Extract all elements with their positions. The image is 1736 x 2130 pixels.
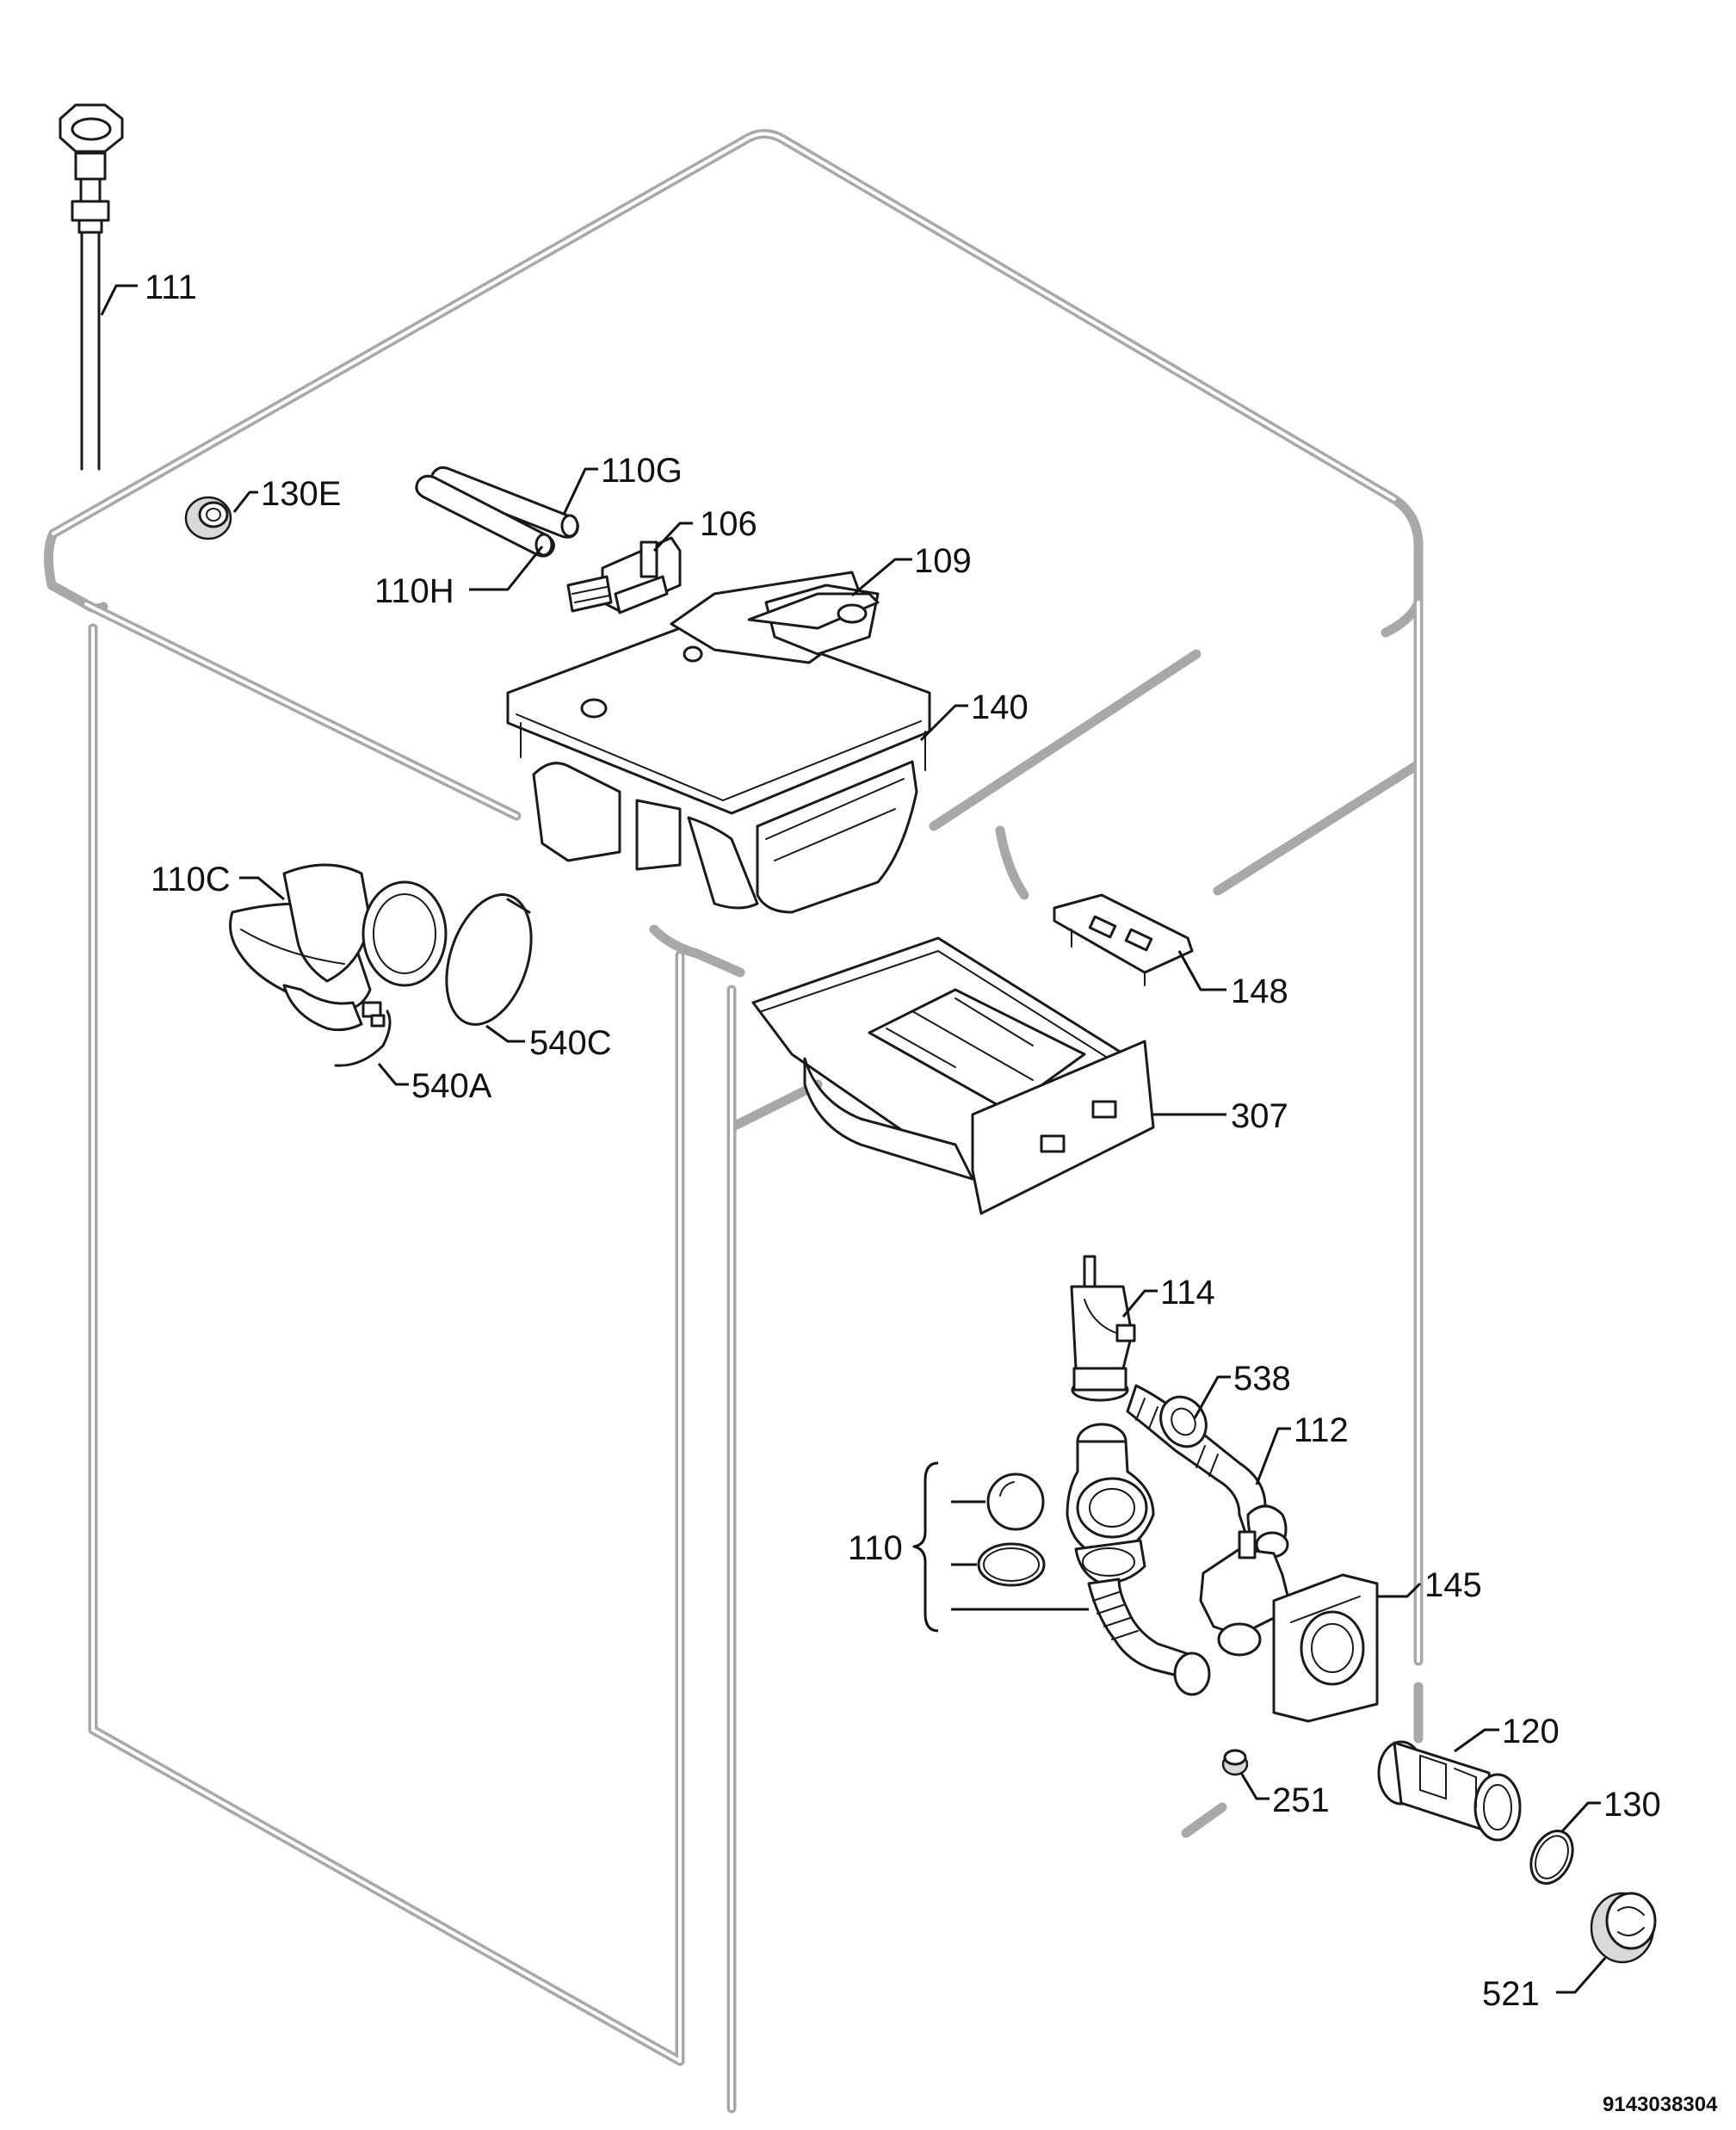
o-ring-130 (1529, 1830, 1574, 1885)
plug-251 (1221, 1749, 1249, 1776)
filter-cap-521 (1590, 1892, 1657, 1964)
label-540A: 540A (411, 1067, 492, 1105)
label-538: 538 (1233, 1360, 1291, 1398)
hose-538-112 (1126, 1384, 1289, 1559)
label-307: 307 (1231, 1097, 1288, 1135)
label-109: 109 (914, 542, 972, 580)
label-120: 120 (1502, 1713, 1560, 1750)
cap-130E (184, 496, 232, 540)
label-130E: 130E (261, 475, 341, 513)
cabinet-outline (44, 129, 1424, 2114)
label-110: 110 (848, 1529, 903, 1567)
label-111: 111 (145, 269, 197, 306)
filter-housing-145 (1199, 1530, 1379, 1723)
label-112: 112 (1294, 1411, 1349, 1449)
valve-106 (566, 536, 682, 614)
label-110G: 110G (601, 452, 683, 490)
pump-housing-110 (977, 1423, 1211, 1696)
inlet-hose-111 (59, 103, 124, 471)
filter-120 (1377, 1740, 1522, 1842)
label-148: 148 (1231, 972, 1288, 1010)
label-145: 145 (1424, 1566, 1482, 1604)
label-521: 521 (1482, 1975, 1540, 2013)
ring-540C (445, 893, 533, 1026)
diagram-code: 9143038304 (1603, 2093, 1718, 2116)
dispenser-housing-140 (506, 571, 931, 914)
label-106: 106 (700, 505, 757, 543)
clamp-540A (334, 1001, 392, 1067)
label-251: 251 (1272, 1781, 1330, 1819)
part-labels: 111 130E 110G 106 110H 109 140 110C 540C… (145, 269, 1718, 2116)
leader-lines (100, 284, 1607, 1994)
siphon-cap-148 (1053, 893, 1194, 986)
label-140: 140 (971, 688, 1029, 726)
tubes-110G-110H (415, 466, 579, 558)
label-114: 114 (1160, 1274, 1215, 1312)
drawer-307 (751, 936, 1155, 1215)
label-110C: 110C (151, 861, 231, 898)
label-110H: 110H (374, 572, 454, 610)
label-130: 130 (1603, 1786, 1661, 1824)
label-540C: 540C (529, 1024, 612, 1062)
bellow-110C (229, 863, 448, 1032)
pressure-chamber-114 (1070, 1255, 1136, 1402)
